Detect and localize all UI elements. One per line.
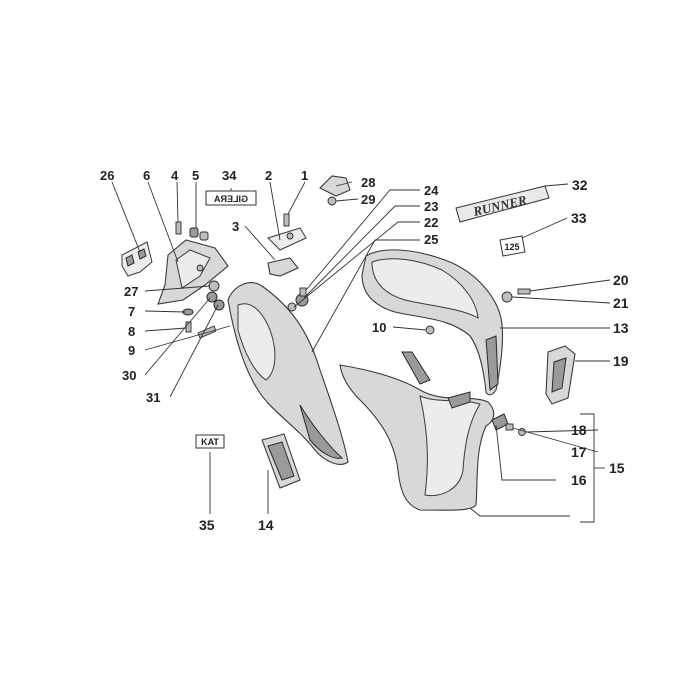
part-2-clip <box>267 227 307 251</box>
part-1-screw <box>283 213 290 227</box>
callout-2: 2 <box>265 168 272 183</box>
callout-5: 5 <box>192 168 199 183</box>
svg-text:KAT: KAT <box>201 437 219 447</box>
callout-33: 33 <box>571 210 587 226</box>
callout-25: 25 <box>424 232 438 247</box>
part-27-washer <box>208 280 220 292</box>
callout-6: 6 <box>143 168 150 183</box>
part-30-31-grommets <box>206 291 225 311</box>
part-15-front-cover <box>339 351 495 511</box>
callout-7: 7 <box>128 304 135 319</box>
svg-text:RUNNER: RUNNER <box>471 192 528 219</box>
callout-20: 20 <box>613 272 629 288</box>
part-14-vent <box>261 433 301 489</box>
callout-26: 26 <box>100 168 114 183</box>
part-21-washer <box>501 291 513 303</box>
callout-19: 19 <box>613 353 629 369</box>
callout-27: 27 <box>124 284 138 299</box>
callout-21: 21 <box>613 295 629 311</box>
callout-35: 35 <box>199 517 215 533</box>
callout-16: 16 <box>571 472 587 488</box>
leader-lines <box>111 181 611 523</box>
sticker-35-kat: KAT <box>195 434 225 449</box>
part-4-screw <box>175 221 182 235</box>
callout-34: 34 <box>222 168 237 183</box>
part-17-nut <box>505 423 514 431</box>
part-22-24-fixings <box>287 287 309 312</box>
callout-4: 4 <box>171 168 179 183</box>
callout-13: 13 <box>613 320 629 336</box>
callout-30: 30 <box>122 368 136 383</box>
callout-18: 18 <box>571 422 587 438</box>
callout-32: 32 <box>572 177 588 193</box>
callout-labels: 26 6 4 5 34 2 1 3 28 29 24 23 22 25 27 7… <box>100 168 629 533</box>
part-19-grille <box>545 345 576 405</box>
part-25-leg-shield <box>227 282 349 465</box>
sticker-32-runner-logo: RUNNER <box>455 185 550 223</box>
part-20-screw <box>517 288 531 295</box>
callout-28: 28 <box>361 175 375 190</box>
callout-15: 15 <box>609 460 625 476</box>
callout-23: 23 <box>424 199 438 214</box>
sticker-33-125: 125 <box>499 235 526 257</box>
callout-9: 9 <box>128 343 135 358</box>
part-3-bracket <box>267 257 299 277</box>
callout-17: 17 <box>571 444 587 460</box>
callout-3: 3 <box>232 219 239 234</box>
callout-10: 10 <box>372 320 386 335</box>
part-6-plate <box>157 239 229 305</box>
part-9-bolt <box>197 325 217 339</box>
part-29-washer <box>327 196 337 206</box>
callout-29: 29 <box>361 192 375 207</box>
callout-22: 22 <box>424 215 438 230</box>
svg-text:125: 125 <box>504 242 519 252</box>
part-13-inner-shield <box>361 249 504 396</box>
part-5-screw <box>189 227 209 241</box>
part-28-cap <box>319 175 351 197</box>
sticker-34-gilera: GILERA <box>205 190 257 206</box>
part-26-bracket <box>121 241 153 277</box>
callout-14: 14 <box>258 517 274 533</box>
part-10-screw <box>425 325 435 335</box>
callout-31: 31 <box>146 390 160 405</box>
callout-8: 8 <box>128 324 135 339</box>
callout-24: 24 <box>424 183 439 198</box>
svg-text:GILERA: GILERA <box>214 194 249 204</box>
callout-1: 1 <box>301 168 308 183</box>
